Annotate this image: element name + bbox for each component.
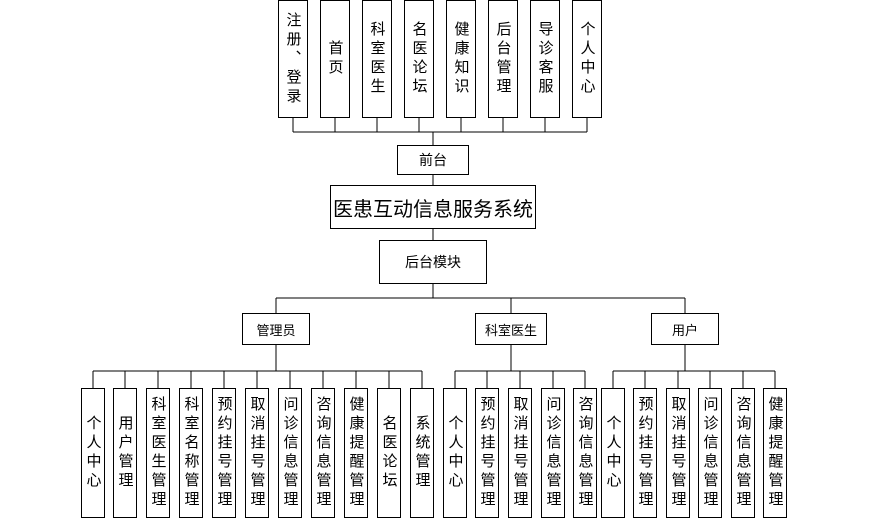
role-module: 个人中心	[443, 388, 467, 518]
backend-node: 后台模块	[379, 240, 487, 284]
role-module: 健康提醒管理	[344, 388, 368, 518]
front-module: 个人中心	[572, 0, 602, 118]
role-module: 科室名称管理	[179, 388, 203, 518]
role-module: 取消挂号管理	[666, 388, 690, 518]
front-module: 注册、登录	[278, 0, 308, 118]
role-module: 咨询信息管理	[573, 388, 597, 518]
role-module: 科室医生管理	[146, 388, 170, 518]
front-module: 科室医生	[362, 0, 392, 118]
role-module: 预约挂号管理	[633, 388, 657, 518]
front-module: 健康知识	[446, 0, 476, 118]
role-module: 预约挂号管理	[475, 388, 499, 518]
role-node: 管理员	[242, 313, 310, 345]
role-module: 问诊信息管理	[541, 388, 565, 518]
role-node: 用户	[651, 313, 719, 345]
role-module: 个人中心	[601, 388, 625, 518]
front-module: 首页	[320, 0, 350, 118]
role-module: 咨询信息管理	[311, 388, 335, 518]
role-module: 问诊信息管理	[698, 388, 722, 518]
front-node: 前台	[397, 145, 469, 175]
role-module: 个人中心	[81, 388, 105, 518]
front-module: 名医论坛	[404, 0, 434, 118]
role-module: 预约挂号管理	[212, 388, 236, 518]
role-module: 咨询信息管理	[731, 388, 755, 518]
system-title-node: 医患互动信息服务系统	[330, 185, 536, 229]
role-module: 系统管理	[410, 388, 434, 518]
role-module: 名医论坛	[377, 388, 401, 518]
role-module: 问诊信息管理	[278, 388, 302, 518]
role-module: 取消挂号管理	[245, 388, 269, 518]
role-module: 健康提醒管理	[763, 388, 787, 518]
role-module: 用户管理	[113, 388, 137, 518]
front-module: 导诊客服	[530, 0, 560, 118]
role-node: 科室医生	[475, 313, 547, 345]
front-module: 后台管理	[488, 0, 518, 118]
role-module: 取消挂号管理	[508, 388, 532, 518]
